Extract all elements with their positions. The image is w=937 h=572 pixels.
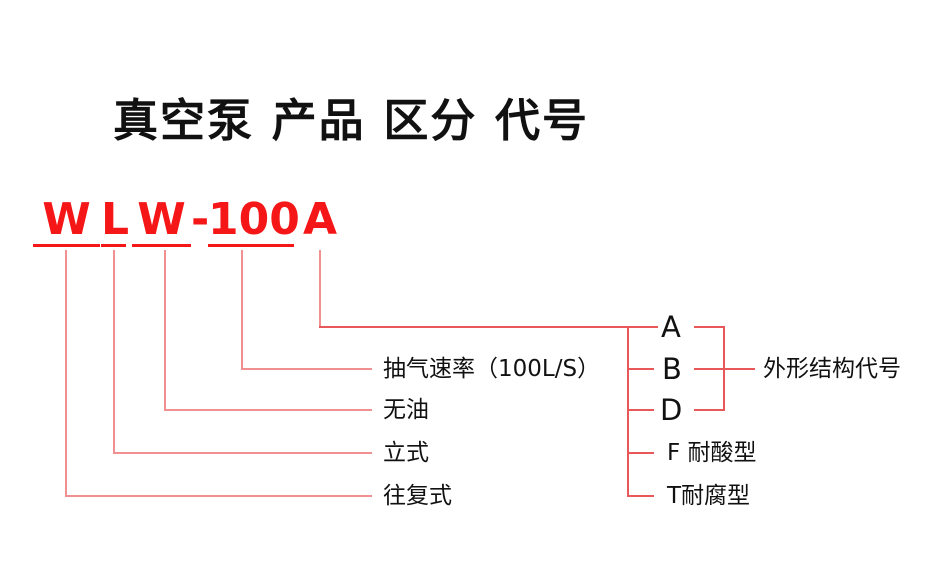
tick-line-t <box>627 495 654 497</box>
page-title: 真空泵 产品 区分 代号 <box>113 94 590 147</box>
tick-line-f <box>627 452 654 454</box>
connector-line-oil-free <box>164 409 372 411</box>
code-structure-letter: A <box>302 194 338 245</box>
stem-line-w1 <box>65 250 67 497</box>
structure-code-b: B <box>662 352 682 386</box>
tick-line-d <box>627 409 654 411</box>
trunk-line-structure-codes <box>627 326 629 497</box>
code-letter-w2: W <box>132 198 191 247</box>
label-reciprocating: 往复式 <box>383 483 452 509</box>
connector-line-reciprocating <box>65 495 372 497</box>
structure-code-d: D <box>660 393 683 427</box>
code-letter-w1: W <box>33 198 100 247</box>
label-corrosion-resistant: T耐腐型 <box>667 483 751 509</box>
label-structure-caption: 外形结构代号 <box>763 356 901 382</box>
stem-line-speed <box>241 250 243 370</box>
label-acid-resistant: F 耐酸型 <box>667 440 757 466</box>
label-pumping-speed: 抽气速率（100L/S） <box>383 356 601 382</box>
connector-line-vertical-type <box>113 452 372 454</box>
stem-line-l <box>113 250 115 454</box>
code-speed-number: 100 <box>208 194 300 247</box>
code-dash: - <box>191 194 210 245</box>
label-vertical-type: 立式 <box>383 440 429 466</box>
bracket-vertical-line <box>723 326 725 411</box>
bracket-line-d <box>694 409 725 411</box>
stem-line-a <box>319 250 321 328</box>
connector-line-pumping-speed <box>241 368 372 370</box>
code-letter-l: L <box>101 194 130 247</box>
tick-line-b <box>627 368 654 370</box>
structure-code-a: A <box>661 310 681 344</box>
label-oil-free: 无油 <box>383 397 429 423</box>
stem-line-w2 <box>164 250 166 411</box>
connector-line-a-to-codes <box>319 326 658 328</box>
bracket-line-a <box>694 326 725 328</box>
